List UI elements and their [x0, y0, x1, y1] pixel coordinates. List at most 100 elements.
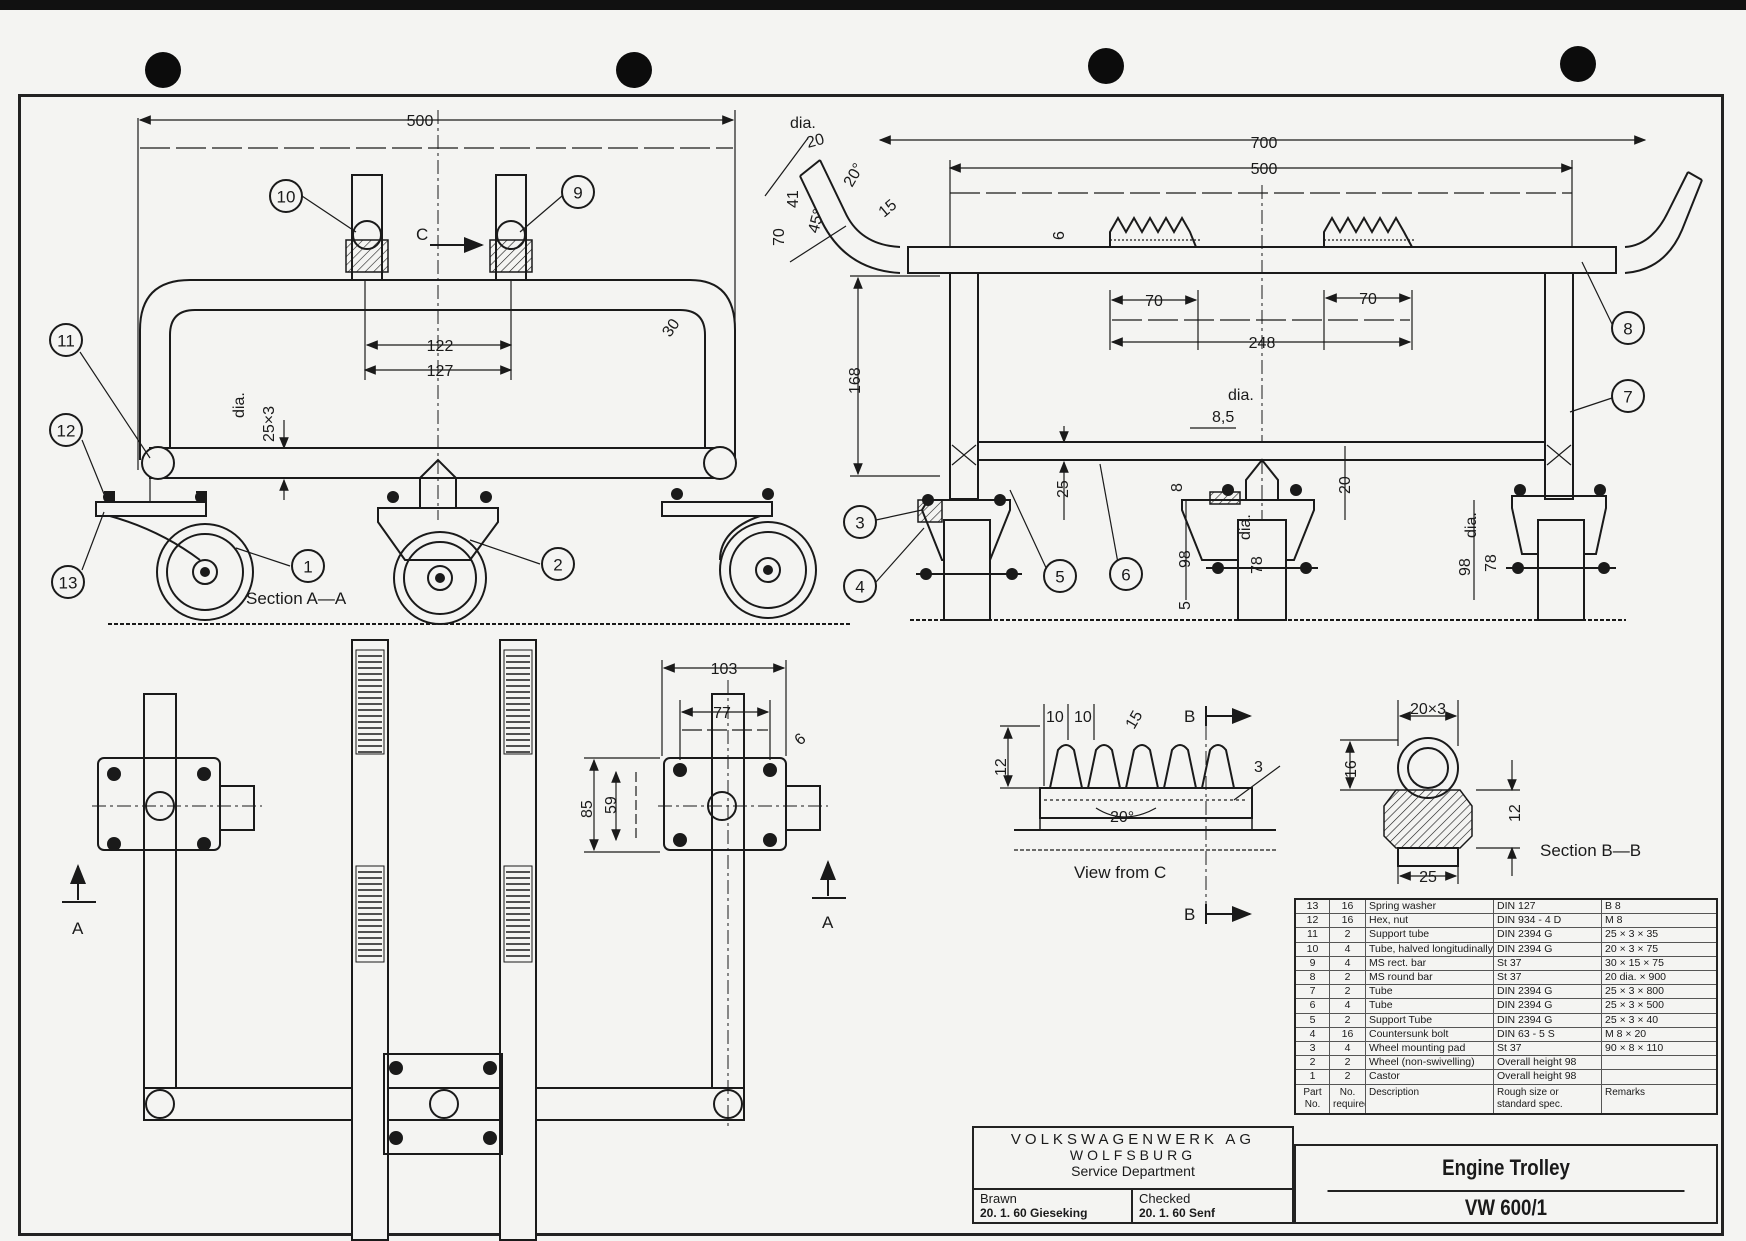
- balloon-part-7: 7: [1611, 379, 1645, 413]
- parts-cell-part: 13: [1296, 900, 1330, 914]
- dim-front-700: 700: [1251, 135, 1278, 152]
- parts-cell-remark: 20 × 3 × 75: [1605, 942, 1659, 955]
- checked-label: Checked: [1139, 1191, 1191, 1206]
- section-arrow-a-left: A: [72, 919, 84, 938]
- dim-sec-bb-bar: 12: [1507, 804, 1524, 822]
- punch-hole: [145, 52, 181, 88]
- section-arrow-b-bottom: B: [1184, 905, 1195, 924]
- dim-tube-dia-label: dia.: [231, 392, 248, 418]
- company-department: Service Department: [1071, 1163, 1195, 1179]
- parts-cell-spec: DIN 2394 G: [1494, 999, 1602, 1013]
- parts-cell-spec: DIN 2394 G: [1494, 985, 1602, 999]
- parts-header: Part No.No. requiredDescriptionRough siz…: [1296, 1084, 1716, 1113]
- parts-cell-qty: 2: [1330, 1070, 1366, 1084]
- balloon-number: 1: [303, 558, 312, 577]
- dim-handle-bend: 15: [876, 197, 901, 222]
- parts-header-no-required: No. required: [1330, 1084, 1366, 1113]
- parts-header-description: Description: [1366, 1084, 1494, 1113]
- punch-hole: [616, 52, 652, 88]
- parts-cell-qty: 2: [1330, 971, 1366, 985]
- parts-cell-qty: 4: [1330, 1042, 1366, 1056]
- parts-cell-spec: St 37: [1494, 971, 1602, 985]
- dim-handle-length: 70: [771, 228, 788, 246]
- dim-pad-hole-vert: 59: [603, 796, 620, 814]
- drawing-title: Engine Trolley: [1327, 1146, 1685, 1192]
- parts-cell-qty: 4: [1330, 956, 1366, 971]
- dim-gap-127: 127: [427, 363, 454, 380]
- side-view: 500 30 122 127 C dia. 25×3: [79, 110, 852, 625]
- parts-cell-qty: 4: [1330, 942, 1366, 956]
- section-arrow-b-top: B: [1184, 707, 1195, 726]
- dim-rack-a: 70: [1145, 293, 1163, 310]
- dim-frame-height: 168: [847, 367, 864, 394]
- parts-cell-qty: 2: [1330, 1056, 1366, 1070]
- parts-cell-desc: Spring washer: [1366, 900, 1494, 914]
- dim-side-500: 500: [407, 113, 434, 130]
- dim-wheel-dia: 78: [1249, 556, 1266, 574]
- plan-view: 103 77 6 85 59 A A: [62, 639, 846, 1241]
- dim-pad-hole-dia: 6: [792, 730, 810, 749]
- parts-cell-spec: DIN 2394 G: [1494, 1013, 1602, 1027]
- parts-cell-desc: Hex, nut: [1366, 914, 1494, 928]
- balloon-part-4: 4: [843, 569, 877, 603]
- dim-handle-angle-a: 20°: [841, 161, 868, 190]
- dim-tooth-radius: 15: [1123, 708, 1147, 732]
- balloon-number: 4: [855, 578, 864, 597]
- parts-cell-remark: 20 dia. × 900: [1605, 971, 1667, 984]
- parts-cell-part: 7: [1296, 985, 1330, 999]
- dim-bolt-dia-label: dia.: [1228, 387, 1254, 404]
- parts-cell-part: 2: [1296, 1056, 1330, 1070]
- parts-cell-spec: St 37: [1494, 956, 1602, 971]
- view-from-c: 10 10 15 12 3 20° View from C B B: [993, 704, 1281, 924]
- parts-cell-qty: 16: [1330, 1027, 1366, 1042]
- balloon-number: 13: [59, 574, 78, 593]
- balloon-number: 10: [277, 188, 296, 207]
- dim-pad-height: 85: [579, 800, 596, 818]
- drawn-label: Brawn: [980, 1191, 1017, 1206]
- drawing-border: [18, 94, 1724, 1236]
- parts-header-spec: Rough size or standard spec.: [1494, 1084, 1602, 1113]
- dim-wheel-dia-right-label: dia.: [1463, 512, 1480, 538]
- dim-tooth-angle: 20°: [1110, 809, 1134, 826]
- dim-front-500: 500: [1251, 161, 1278, 178]
- rack-left: [1109, 215, 1200, 248]
- parts-cell-remark: 25 × 3 × 40: [1605, 1013, 1659, 1026]
- front-view: 700 500 dia. 20 20° 70 41 45° 15: [764, 115, 1703, 621]
- balloon-part-12: 12: [49, 413, 83, 447]
- dim-wheel-height-right: 98: [1457, 558, 1474, 576]
- parts-cell-remark: 25 × 3 × 500: [1605, 999, 1664, 1012]
- dim-bend-radius: 30: [659, 316, 683, 340]
- parts-cell-desc: Tube: [1366, 985, 1494, 999]
- dim-sec-bb-width: 25: [1419, 869, 1437, 886]
- parts-header-part-no: Part No.: [1296, 1084, 1330, 1113]
- parts-cell-spec: DIN 934 - 4 D: [1494, 914, 1602, 928]
- dim-pad-hole-spacing: 77: [713, 705, 731, 722]
- section-bb: 20×3 16 12 25 Section B—B: [1340, 700, 1641, 886]
- dim-tooth-weld: 3: [1254, 759, 1263, 776]
- dim-sec-bb-size: 20×3: [1410, 701, 1446, 718]
- balloon-number: 7: [1623, 388, 1632, 407]
- company-name: VOLKSWAGENWERK AG: [1010, 1131, 1256, 1148]
- parts-cell-part: 10: [1296, 942, 1330, 956]
- parts-cell-part: 4: [1296, 1027, 1330, 1042]
- balloon-part-13: 13: [51, 565, 85, 599]
- dim-wheel-dia-label: dia.: [1237, 514, 1254, 540]
- parts-cell-spec: Overall height 98: [1494, 1070, 1602, 1084]
- section-bb-label: Section B—B: [1540, 841, 1641, 860]
- parts-cell-desc: Castor: [1366, 1070, 1494, 1084]
- title-block: Engine Trolley VW 600/1: [1294, 1144, 1718, 1224]
- parts-cell-part: 9: [1296, 956, 1330, 971]
- dim-tooth-pitch-b: 10: [1074, 709, 1092, 726]
- parts-cell-part: 12: [1296, 914, 1330, 928]
